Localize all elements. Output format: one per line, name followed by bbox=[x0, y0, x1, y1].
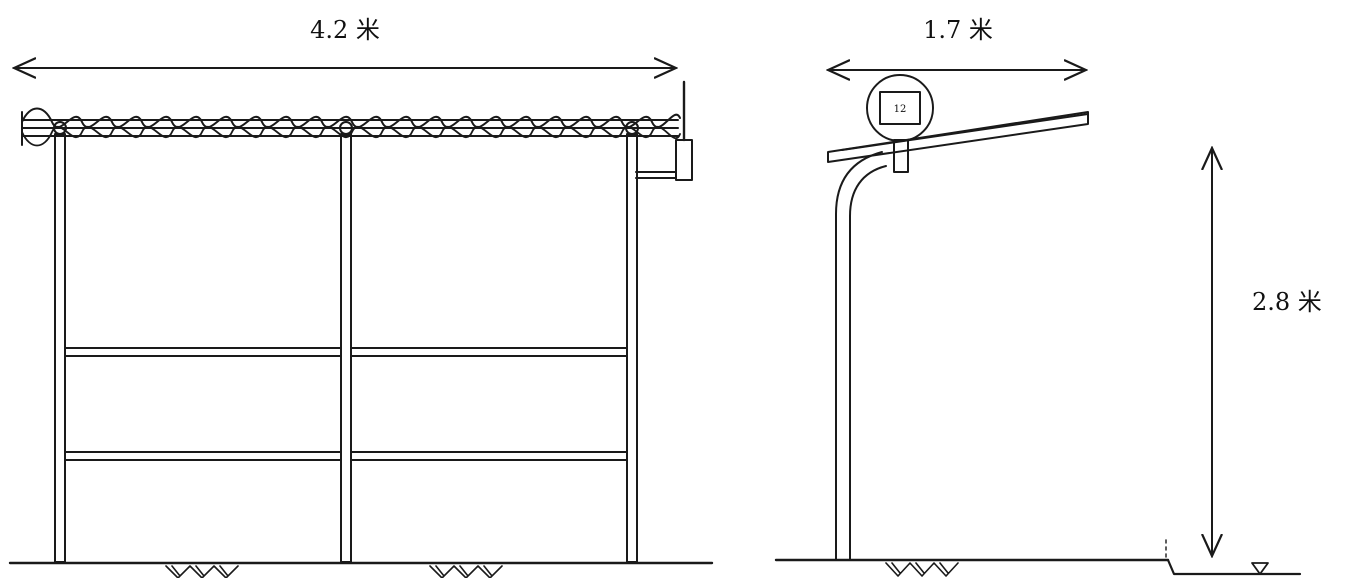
front-width-dimension: 4.2 米 bbox=[14, 16, 676, 68]
roof-panel bbox=[827, 111, 1089, 163]
side-roof bbox=[827, 111, 1089, 173]
height-label: 2.8 米 bbox=[1252, 288, 1322, 316]
side-height-dimension: 2.8 米 bbox=[1212, 148, 1322, 556]
bus-stop-sign: 12 bbox=[866, 74, 934, 142]
end-box bbox=[675, 139, 693, 181]
front-canopy bbox=[21, 80, 693, 181]
post-middle bbox=[340, 133, 352, 563]
post-outer-curve bbox=[835, 151, 883, 561]
side-ground bbox=[774, 539, 1302, 577]
side-depth-dimension: 1.7 米 bbox=[828, 16, 1086, 70]
front-view: 4.2 米 bbox=[8, 16, 714, 578]
post-right bbox=[626, 133, 638, 563]
depth-label: 1.7 米 bbox=[923, 16, 993, 44]
curb-step bbox=[1166, 558, 1302, 576]
post-left bbox=[54, 133, 66, 563]
ground-hatch-left bbox=[165, 565, 239, 578]
side-ground-hatch bbox=[885, 562, 959, 577]
roof-rail bbox=[841, 113, 1089, 151]
side-view: 1.7 米 12 2.8 米 bbox=[774, 16, 1322, 577]
roof-clamp bbox=[893, 139, 909, 173]
rail-lower-left bbox=[64, 451, 342, 461]
front-rails bbox=[64, 347, 628, 461]
sign-number: 12 bbox=[894, 104, 907, 115]
rail-upper-right bbox=[350, 347, 628, 357]
canopy-scallop-top bbox=[21, 107, 681, 129]
rail-lower-right bbox=[350, 451, 628, 461]
width-label: 4.2 米 bbox=[310, 16, 380, 44]
rail-upper-left bbox=[64, 347, 342, 357]
front-ground bbox=[8, 561, 714, 578]
post-inner-curve bbox=[849, 165, 887, 561]
level-marker bbox=[1251, 562, 1269, 575]
sign-plate bbox=[879, 91, 921, 125]
ground-hatch-right bbox=[429, 565, 503, 578]
side-post bbox=[835, 151, 887, 561]
